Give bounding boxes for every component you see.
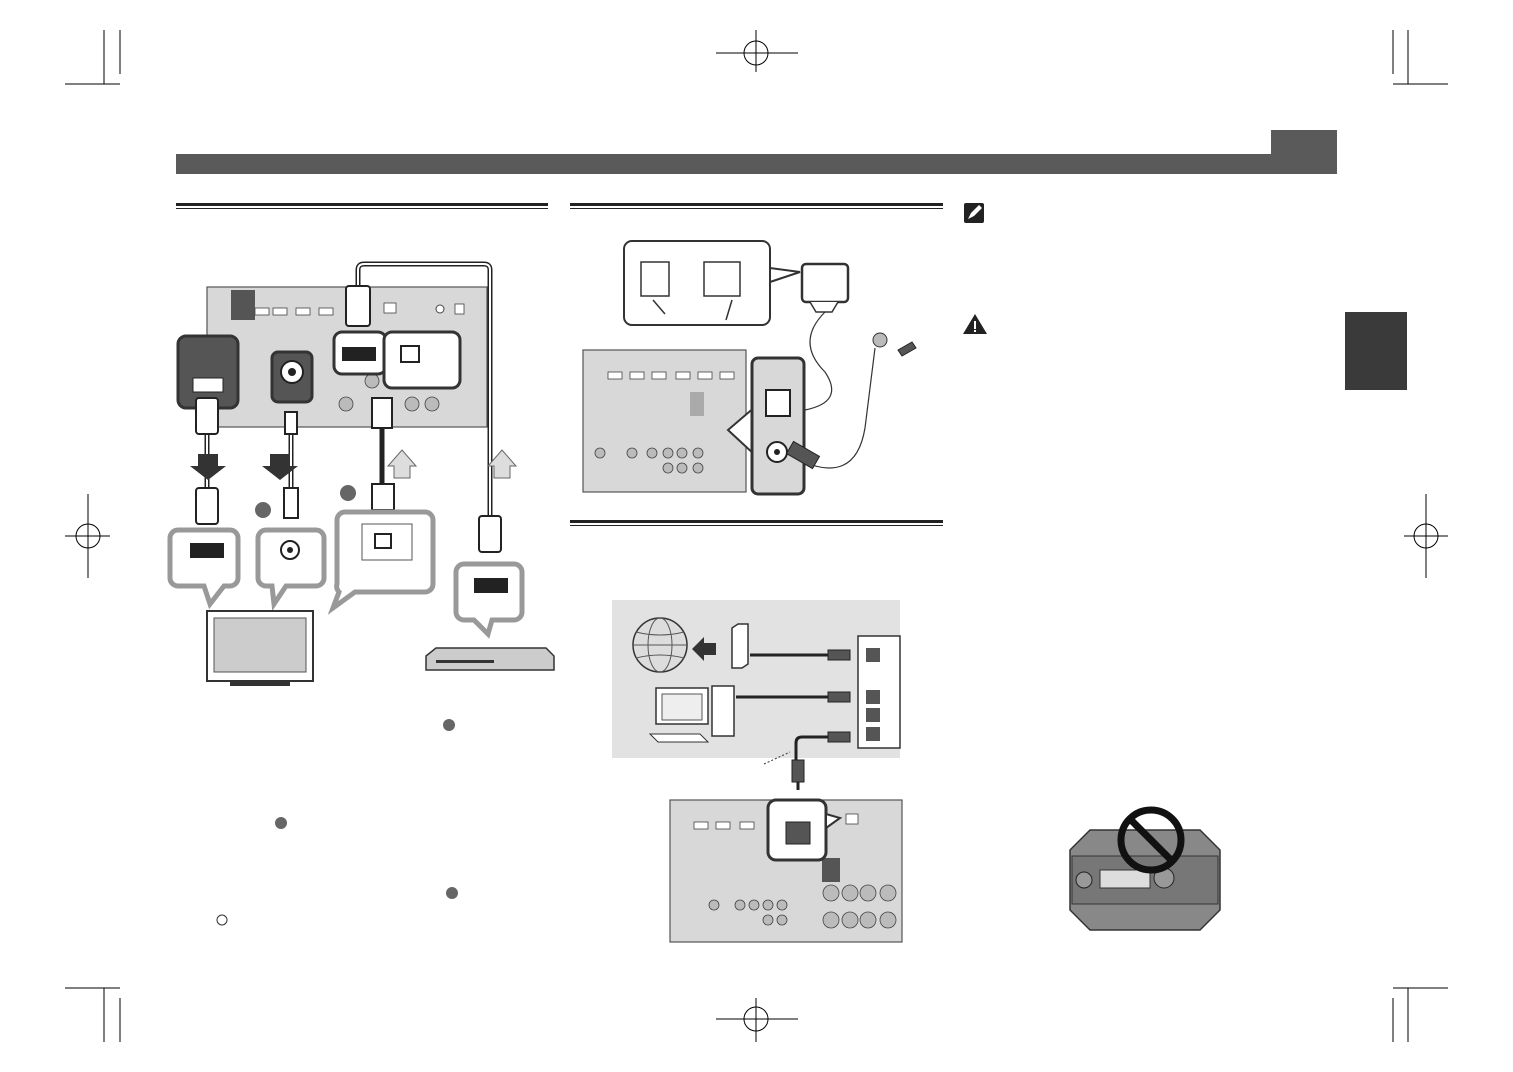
- middle-bottom-section-rule: [570, 520, 943, 526]
- header-bar: [176, 154, 1336, 174]
- side-section-tab: [1345, 312, 1407, 390]
- left-section-rule: [176, 203, 548, 209]
- middle-top-section-rule: [570, 203, 943, 209]
- header-tab: [1271, 130, 1337, 174]
